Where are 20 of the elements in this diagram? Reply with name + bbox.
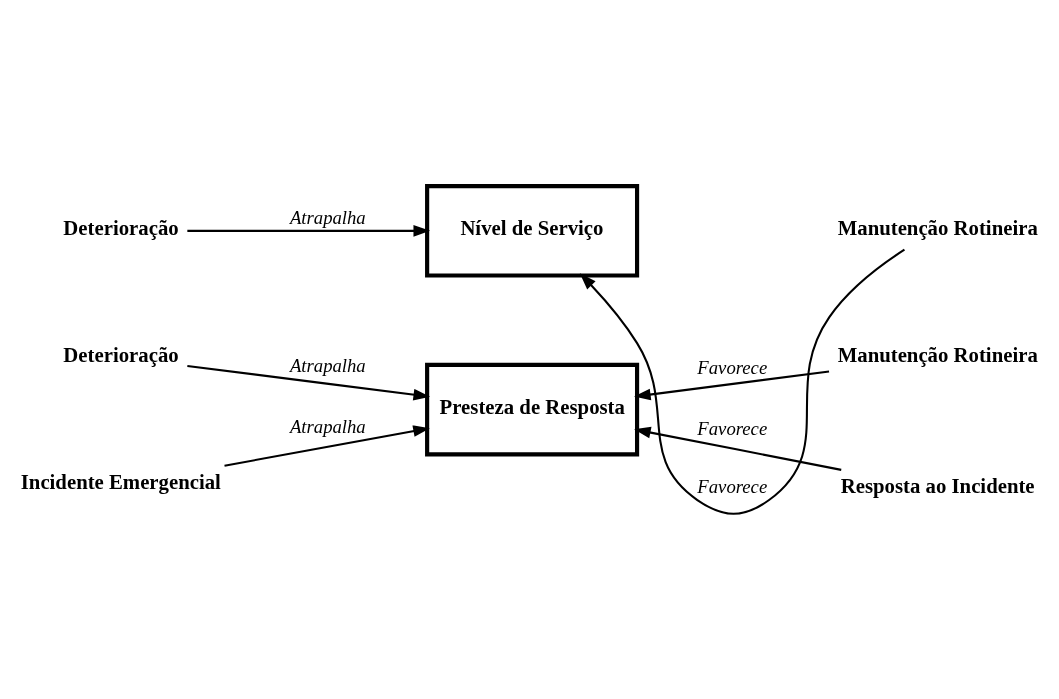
arrow [187,224,431,237]
edge-label: Atrapalha [289,206,366,228]
node-text: Incidente Emergencial [20,469,221,493]
edge-label: Favorece [697,417,768,439]
node-text: Manutenção Rotineira [837,215,1038,239]
node-box: Nível de Serviço [425,183,640,278]
arrow [224,424,430,467]
node-box: Presteza de Resposta [425,362,640,456]
arrow [579,248,905,515]
edge-label: Atrapalha [289,354,366,376]
edge-label: Atrapalha [289,415,366,437]
node-text: Resposta ao Incidente [840,473,1035,497]
edge-label: Favorece [697,356,768,378]
edge-label: Favorece [697,475,768,497]
arrow [634,370,830,400]
arrow [634,426,842,471]
node-text: Manutenção Rotineira [837,342,1038,366]
node-text: Deterioração [63,342,179,366]
node-text: Deterioração [63,215,179,239]
arrow [187,364,431,400]
